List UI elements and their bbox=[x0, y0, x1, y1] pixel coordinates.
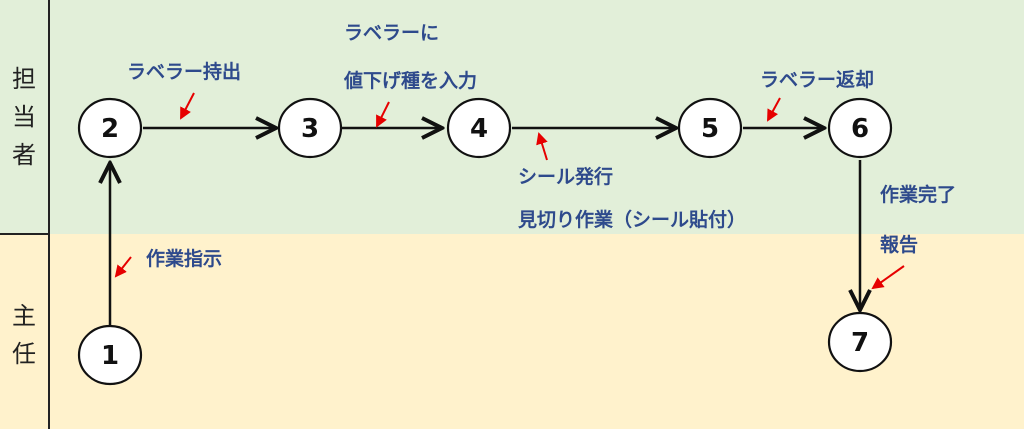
pointer-arrow-2-3 bbox=[180, 92, 195, 120]
lane-label-char: 主 bbox=[12, 302, 36, 330]
node-4-label: 4 bbox=[470, 114, 488, 144]
annotation-markdown-work: 見切り作業（シール貼付） bbox=[518, 209, 747, 231]
annotation-labeler-input-line1: ラベラーに bbox=[344, 22, 440, 44]
node-7-label: 7 bbox=[851, 328, 869, 358]
pointer-arrow-5-6 bbox=[767, 97, 781, 122]
node-2: 2 bbox=[77, 97, 143, 159]
lane-label-divider bbox=[48, 0, 50, 429]
lane-label-char: 当 bbox=[12, 103, 36, 131]
lane-label-char: 担 bbox=[12, 65, 36, 93]
annotation-issue-sticker: シール発行 bbox=[518, 166, 614, 188]
annotation-work-instruction: 作業指示 bbox=[146, 248, 223, 270]
annotation-work-complete-line2: 報告 bbox=[880, 234, 919, 256]
pointer-arrow-1-2 bbox=[114, 256, 132, 278]
pointer-arrow-3-4 bbox=[376, 101, 390, 128]
pointer-arrow-4-5 bbox=[536, 132, 548, 161]
lane-label-char: 者 bbox=[12, 141, 36, 169]
node-2-label: 2 bbox=[101, 114, 119, 144]
node-3: 3 bbox=[277, 97, 343, 159]
annotation-take-out-labeler: ラベラー持出 bbox=[127, 61, 242, 83]
node-6: 6 bbox=[827, 97, 893, 159]
lane-separator bbox=[0, 233, 49, 235]
lane-label-staff: 担 当 者 bbox=[0, 58, 48, 176]
node-1-label: 1 bbox=[101, 341, 119, 371]
annotation-labeler-input-line2: 値下げ種を入力 bbox=[344, 70, 478, 92]
node-3-label: 3 bbox=[301, 114, 319, 144]
lane-label-char: 任 bbox=[12, 340, 36, 368]
pointer-arrow-6-7 bbox=[871, 265, 905, 290]
annotation-work-complete-line1: 作業完了 bbox=[880, 184, 957, 206]
lane-label-supervisor: 主 任 bbox=[0, 290, 48, 380]
node-1: 1 bbox=[77, 324, 143, 386]
node-7: 7 bbox=[827, 311, 893, 373]
node-4: 4 bbox=[446, 97, 512, 159]
annotation-return-labeler: ラベラー返却 bbox=[760, 69, 875, 91]
node-5: 5 bbox=[677, 97, 743, 159]
node-6-label: 6 bbox=[851, 114, 869, 144]
node-5-label: 5 bbox=[701, 114, 719, 144]
